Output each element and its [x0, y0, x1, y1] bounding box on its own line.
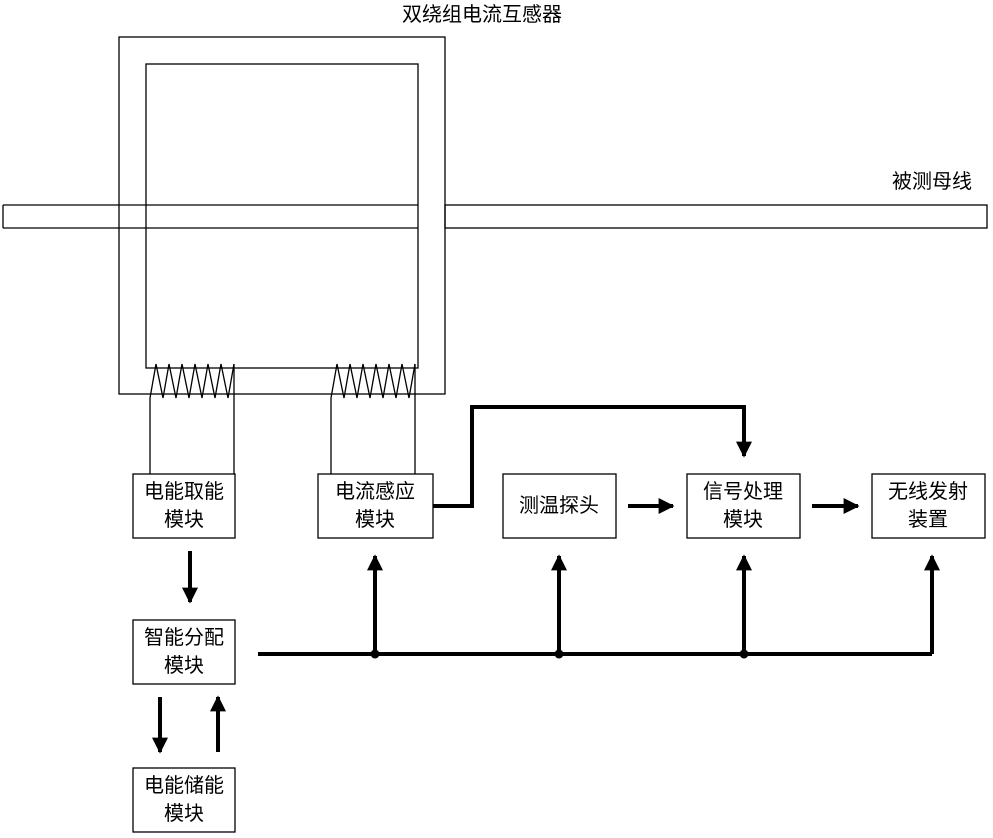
- smart-dist-line2: 模块: [164, 653, 204, 677]
- current-sense-line1: 电流感应: [335, 479, 415, 503]
- energy-harvest-module: 电能取能 模块: [132, 473, 236, 539]
- energy-harvest-line1: 电能取能: [144, 479, 224, 503]
- wireless-tx-line1: 无线发射: [888, 479, 968, 503]
- transformer-core-outer: [118, 36, 446, 395]
- smart-distribution-module: 智能分配 模块: [132, 619, 236, 685]
- current-sense-module: 电流感应 模块: [317, 473, 434, 539]
- current-sense-line2: 模块: [355, 507, 395, 531]
- transformer-title: 双绕组电流互感器: [402, 2, 562, 26]
- smart-dist-line1: 智能分配: [144, 625, 224, 649]
- energy-harvest-line2: 模块: [164, 507, 204, 531]
- temp-probe-module: 测温探头: [502, 473, 617, 539]
- busbar-label: 被测母线: [892, 169, 972, 193]
- bus-junction-dot: [739, 649, 749, 659]
- bus-junction-dot: [370, 649, 380, 659]
- signal-proc-line2: 模块: [723, 507, 763, 531]
- signal-processing-module: 信号处理 模块: [686, 473, 801, 539]
- energy-storage-line2: 模块: [164, 801, 204, 825]
- energy-storage-line1: 电能储能: [144, 773, 224, 797]
- signal-proc-line1: 信号处理: [703, 479, 783, 503]
- wireless-tx-line2: 装置: [908, 507, 948, 531]
- winding-coil-energy: [149, 363, 235, 399]
- wireless-tx-module: 无线发射 装置: [871, 473, 986, 539]
- busbar-right: [444, 204, 988, 229]
- transformer-core-inner: [145, 63, 419, 369]
- temp-probe-line1: 测温探头: [519, 493, 599, 517]
- bus-junction-dot: [554, 649, 564, 659]
- energy-storage-module: 电能储能 模块: [132, 767, 236, 833]
- busbar-left: [3, 204, 418, 229]
- coil-leads-energy: [149, 364, 235, 474]
- arrow-sense-to-signal: [433, 405, 752, 508]
- winding-coil-sense: [330, 363, 416, 399]
- coil-leads-sense: [330, 364, 416, 474]
